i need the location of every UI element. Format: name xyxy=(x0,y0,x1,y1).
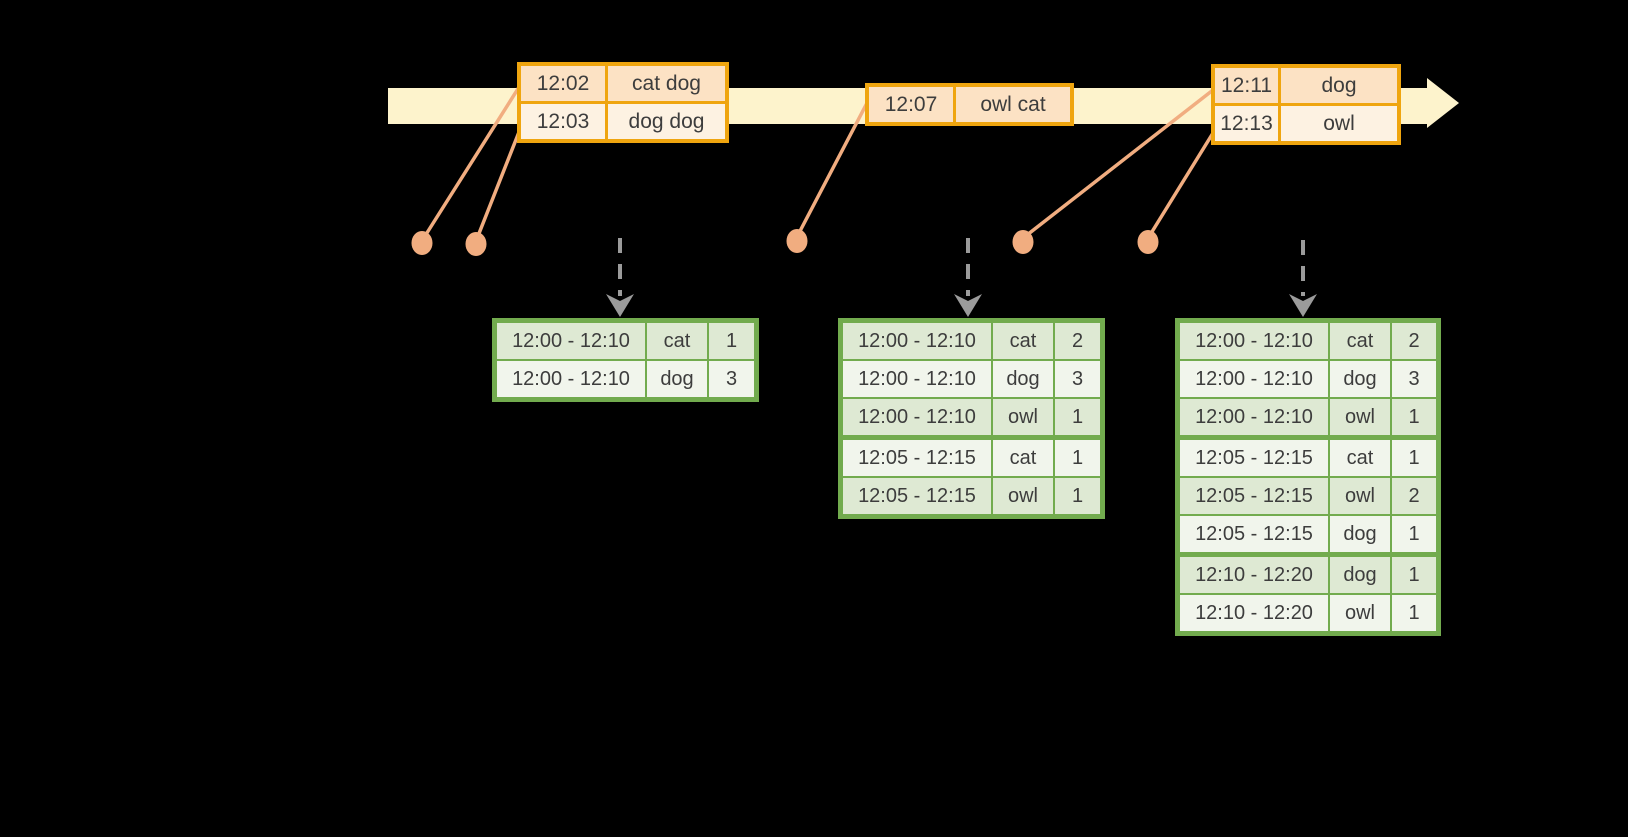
cell-word: cat xyxy=(647,323,707,359)
cell-window: 12:00 - 12:10 xyxy=(1180,323,1328,359)
cell-count: 1 xyxy=(1392,516,1436,552)
connector-line xyxy=(797,101,869,235)
cell-window: 12:10 - 12:20 xyxy=(1180,595,1328,631)
cell-window: 12:05 - 12:15 xyxy=(843,440,991,476)
cell-window: 12:05 - 12:15 xyxy=(1180,440,1328,476)
cell-window: 12:05 - 12:15 xyxy=(843,478,991,514)
cell-word: owl xyxy=(1330,399,1390,435)
arrow-down-head-icon xyxy=(606,294,634,317)
cell-window: 12:10 - 12:20 xyxy=(1180,557,1328,593)
cell-word: cat xyxy=(993,440,1053,476)
cell-words: dog xyxy=(1281,68,1397,103)
cell-count: 2 xyxy=(1055,323,1100,359)
cell-time: 12:07 xyxy=(869,87,953,122)
cell-count: 1 xyxy=(1392,440,1436,476)
cell-window: 12:00 - 12:10 xyxy=(843,399,991,435)
dot-icon xyxy=(1137,230,1159,254)
arrow-right-icon xyxy=(1427,78,1459,128)
cell-count: 1 xyxy=(1055,399,1100,435)
dot-icon xyxy=(786,229,808,253)
dot-icon xyxy=(411,231,433,255)
cell-window: 12:00 - 12:10 xyxy=(1180,361,1328,397)
cell-window: 12:00 - 12:10 xyxy=(497,361,645,397)
cell-time: 12:13 xyxy=(1215,106,1278,141)
cell-word: cat xyxy=(1330,323,1390,359)
cell-word: cat xyxy=(993,323,1053,359)
cell-count: 2 xyxy=(1392,323,1436,359)
cell-count: 3 xyxy=(709,361,754,397)
cell-time: 12:02 xyxy=(521,66,605,101)
cell-words: owl xyxy=(1281,106,1397,141)
cell-words: owl cat xyxy=(956,87,1070,122)
connector-line xyxy=(423,82,523,238)
arrow-down-head-icon xyxy=(1289,294,1317,317)
cell-window: 12:00 - 12:10 xyxy=(1180,399,1328,435)
cell-count: 1 xyxy=(709,323,754,359)
dot-icon xyxy=(1012,230,1034,254)
dot-icon xyxy=(465,232,487,256)
cell-words: cat dog xyxy=(608,66,725,101)
cell-word: owl xyxy=(993,478,1053,514)
cell-word: dog xyxy=(1330,557,1390,593)
cell-count: 1 xyxy=(1392,595,1436,631)
arrow-down-head-icon xyxy=(954,294,982,317)
cell-word: dog xyxy=(1330,516,1390,552)
cell-words: dog dog xyxy=(608,104,725,139)
cell-time: 12:11 xyxy=(1215,68,1278,103)
connector-line xyxy=(1025,88,1215,237)
cell-word: dog xyxy=(993,361,1053,397)
cell-count: 1 xyxy=(1055,440,1100,476)
cell-count: 1 xyxy=(1392,557,1436,593)
cell-word: dog xyxy=(647,361,707,397)
cell-word: owl xyxy=(1330,478,1390,514)
cell-time: 12:03 xyxy=(521,104,605,139)
cell-count: 3 xyxy=(1392,361,1436,397)
cell-count: 3 xyxy=(1055,361,1100,397)
cell-word: dog xyxy=(1330,361,1390,397)
cell-window: 12:00 - 12:10 xyxy=(497,323,645,359)
cell-window: 12:00 - 12:10 xyxy=(843,323,991,359)
connector-line xyxy=(1148,131,1215,237)
cell-window: 12:05 - 12:15 xyxy=(1180,516,1328,552)
cell-word: owl xyxy=(1330,595,1390,631)
cell-word: cat xyxy=(1330,440,1390,476)
cell-count: 1 xyxy=(1055,478,1100,514)
connector-line xyxy=(476,125,523,238)
cell-count: 1 xyxy=(1392,399,1436,435)
cell-window: 12:05 - 12:15 xyxy=(1180,478,1328,514)
cell-word: owl xyxy=(993,399,1053,435)
cell-window: 12:00 - 12:10 xyxy=(843,361,991,397)
cell-count: 2 xyxy=(1392,478,1436,514)
